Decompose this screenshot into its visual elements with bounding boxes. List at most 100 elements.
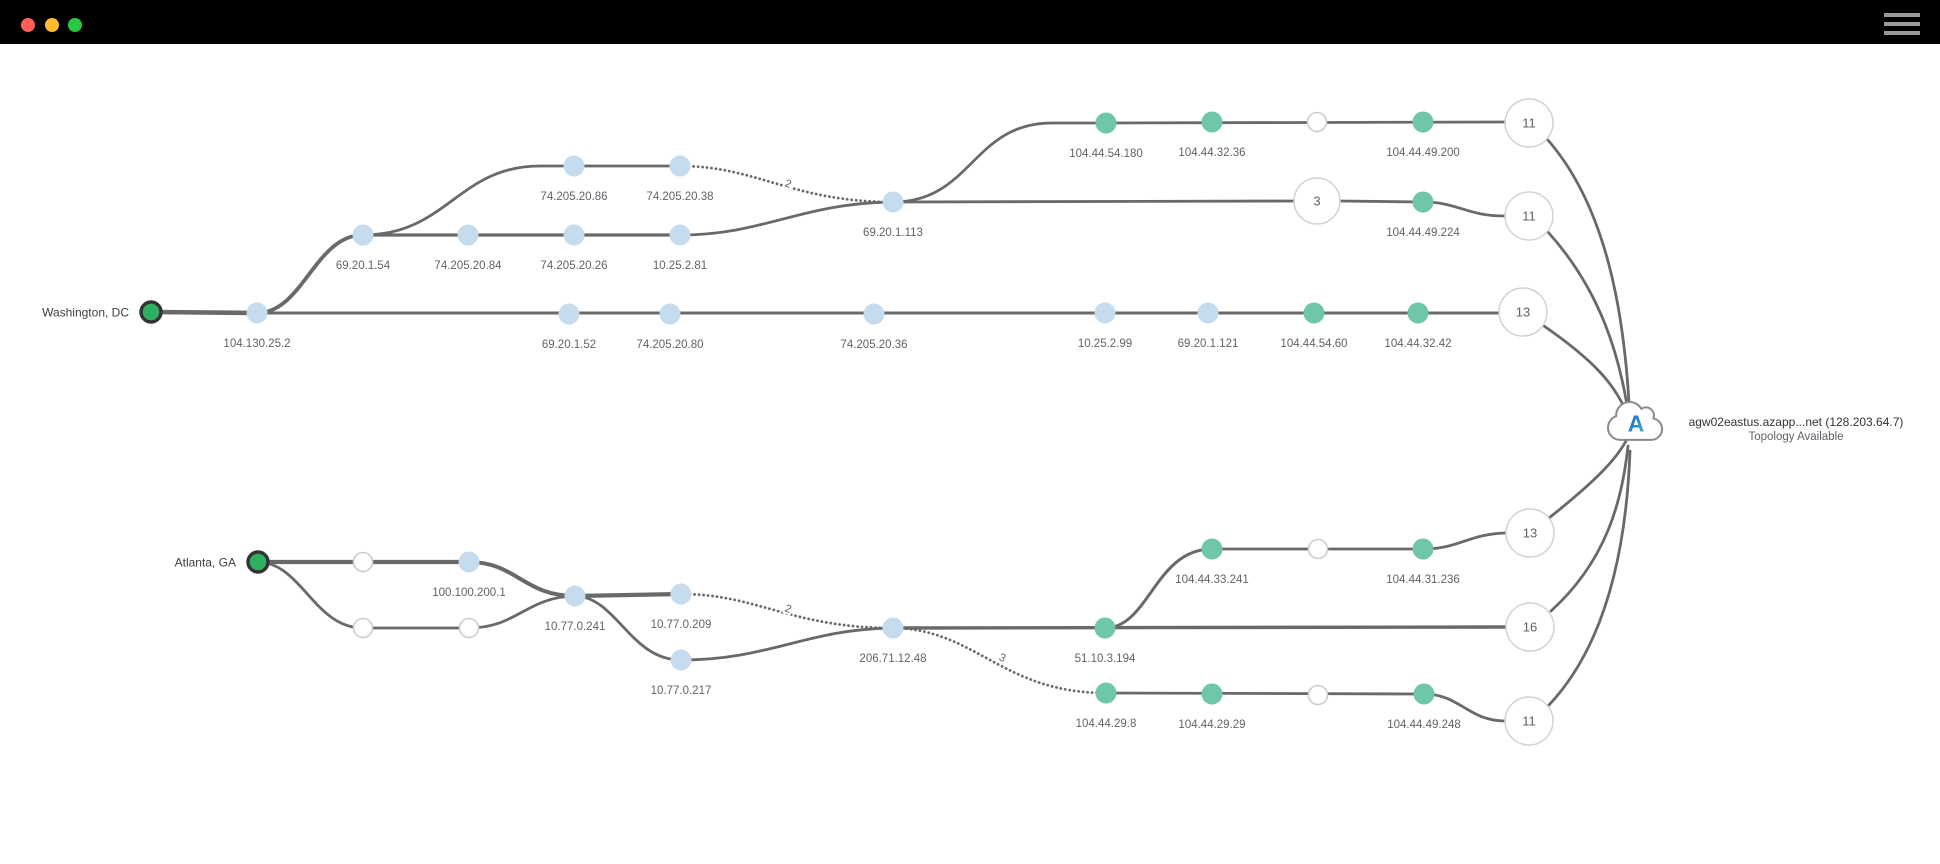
hop-node-104.44.31.236[interactable]: 104.44.31.236 [1386, 538, 1460, 587]
hop-node-74.205.20.38[interactable]: 74.205.20.38 [646, 155, 714, 204]
edge-t11a-cloud [1545, 137, 1631, 405]
hop-node-unresponsive[interactable] [352, 551, 374, 573]
edge-t11b-cloud [1546, 230, 1629, 407]
hop-node-104.44.32.42[interactable]: 104.44.32.42 [1384, 302, 1452, 351]
hop-node-206.71.12.48[interactable]: 206.71.12.48 [859, 617, 927, 666]
hop-ip-label: 10.77.0.241 [545, 621, 606, 633]
hop-node-unresponsive[interactable] [1307, 684, 1329, 706]
edge-atl-low1 [256, 560, 365, 630]
hop-ip-label: 10.25.2.81 [653, 260, 707, 272]
hop-ip-label: 206.71.12.48 [859, 653, 926, 665]
edge-wdc-224-t11b [1421, 200, 1507, 218]
hop-ip-label: 69.20.1.121 [1178, 338, 1239, 350]
hop-node-104.44.29.29[interactable]: 104.44.29.29 [1178, 683, 1246, 732]
hop-node-104.44.33.241[interactable]: 104.44.33.241 [1175, 538, 1249, 587]
edge-hop-count-label: 2 [783, 177, 793, 190]
close-icon[interactable] [21, 18, 35, 32]
hop-node-69.20.1.54[interactable]: 69.20.1.54 [336, 224, 391, 273]
terminal-hop-count-label: 11 [1522, 116, 1536, 131]
hop-node-104.130.25.2[interactable]: 104.130.25.2 [223, 302, 291, 351]
edge-wdc-split-up [361, 164, 576, 237]
hop-node-10.25.2.81[interactable]: 10.25.2.81 [653, 224, 707, 273]
hop-ip-label: 104.44.54.60 [1280, 338, 1347, 350]
hop-node-100.100.200.1[interactable]: 100.100.200.1 [432, 551, 506, 600]
edge-t13b-cloud [1547, 439, 1628, 520]
hop-node-74.205.20.36[interactable]: 74.205.20.36 [840, 303, 908, 352]
azure-logo-icon: A [1628, 411, 1645, 437]
hop-node-104.44.32.36[interactable]: 104.44.32.36 [1178, 111, 1246, 160]
source-node-Washington-DC[interactable]: Washington, DC [42, 300, 163, 324]
hop-ip-label: 51.10.3.194 [1075, 653, 1136, 665]
hop-node-unresponsive[interactable] [1306, 111, 1328, 133]
hop-node-104.44.54.60[interactable]: 104.44.54.60 [1280, 302, 1348, 351]
hop-ip-label: 74.205.20.38 [646, 191, 713, 203]
edge-t16-cloud [1549, 444, 1630, 613]
hop-node-10.77.0.241[interactable]: 10.77.0.241 [545, 585, 606, 634]
terminal-circle-11[interactable]: 11 [1504, 98, 1554, 148]
hop-node-unresponsive[interactable] [458, 617, 480, 639]
hop-ip-label: 104.130.25.2 [223, 338, 290, 350]
endpoint-name-label: agw02eastus.azapp...net (128.203.64.7) [1689, 415, 1904, 429]
hop-node-104.44.49.248[interactable]: 104.44.49.248 [1387, 683, 1461, 732]
edge-atl-248-t11 [1422, 692, 1507, 723]
zoom-icon[interactable] [68, 18, 82, 32]
edge-hop-count-label: 3 [997, 652, 1007, 665]
hop-node-69.20.1.113[interactable]: 69.20.1.113 [863, 191, 923, 240]
edge-atl-241-217 [573, 594, 683, 662]
hop-node-69.20.1.121[interactable]: 69.20.1.121 [1178, 302, 1239, 351]
hamburger-icon[interactable] [1884, 13, 1920, 35]
hop-ip-label: 104.44.33.241 [1175, 574, 1249, 586]
edge-wdc-up1 [255, 233, 365, 315]
endpoint-status-label: Topology Available [1748, 431, 1843, 443]
edge-wdc-merge-113 [678, 200, 895, 237]
terminal-hop-count-label: 13 [1516, 305, 1530, 320]
hop-ip-label: 10.77.0.217 [651, 685, 712, 697]
collapsed-hop-count-label: 3 [1313, 194, 1320, 209]
source-city-label: Atlanta, GA [175, 556, 236, 570]
hop-node-3[interactable]: 3 [1293, 177, 1341, 225]
hop-ip-label: 69.20.1.54 [336, 260, 391, 272]
edge-wdc-row1-right [1104, 120, 1507, 125]
hop-ip-label: 69.20.1.52 [542, 339, 596, 351]
hop-ip-label: 104.44.29.29 [1178, 719, 1245, 731]
hop-ip-label: 69.20.1.113 [863, 227, 923, 239]
hop-node-10.77.0.209[interactable]: 10.77.0.209 [651, 583, 712, 632]
edge-atl-194-up [1103, 547, 1214, 630]
hop-node-74.205.20.86[interactable]: 74.205.20.86 [540, 155, 608, 204]
edge-atl-241-209 [572, 591, 684, 599]
hop-node-69.20.1.52[interactable]: 69.20.1.52 [542, 303, 596, 352]
minimize-icon[interactable] [45, 18, 59, 32]
hop-node-unresponsive[interactable] [1307, 538, 1329, 560]
terminal-circle-16[interactable]: 16 [1505, 602, 1555, 652]
terminal-circle-11[interactable]: 11 [1504, 696, 1554, 746]
hop-node-74.205.20.80[interactable]: 74.205.20.80 [636, 303, 704, 352]
hop-node-51.10.3.194[interactable]: 51.10.3.194 [1075, 617, 1136, 666]
edge-wdc-113-c3 [891, 199, 1296, 204]
source-node-Atlanta-GA[interactable]: Atlanta, GA [175, 550, 270, 574]
hop-node-74.205.20.84[interactable]: 74.205.20.84 [434, 224, 502, 273]
hop-ip-label: 100.100.200.1 [432, 587, 506, 599]
edge-atl-low-merge [467, 594, 577, 630]
hop-ip-label: 104.44.31.236 [1386, 574, 1460, 586]
hop-node-104.44.29.8[interactable]: 104.44.29.8 [1076, 682, 1137, 731]
edge-wdc-c3-224 [1338, 199, 1425, 204]
hop-node-10.25.2.99[interactable]: 10.25.2.99 [1078, 302, 1132, 351]
hop-node-104.44.49.224[interactable]: 104.44.49.224 [1386, 191, 1460, 240]
hop-ip-label: 104.44.32.42 [1384, 338, 1451, 350]
edge-t13a-cloud [1542, 324, 1627, 411]
hop-node-104.44.54.180[interactable]: 104.44.54.180 [1069, 112, 1143, 161]
terminal-circle-11[interactable]: 11 [1504, 191, 1554, 241]
hop-ip-label: 104.44.54.180 [1069, 148, 1143, 160]
hop-node-10.77.0.217[interactable]: 10.77.0.217 [651, 649, 712, 698]
hop-ip-label: 74.205.20.80 [636, 339, 703, 351]
hop-node-unresponsive[interactable] [352, 617, 374, 639]
terminal-circle-13[interactable]: 13 [1498, 287, 1548, 337]
hop-ip-label: 104.44.49.224 [1386, 227, 1460, 239]
terminal-hop-count-label: 11 [1522, 714, 1536, 729]
terminal-circle-13[interactable]: 13 [1505, 508, 1555, 558]
hop-ip-label: 10.77.0.209 [651, 619, 712, 631]
hop-node-74.205.20.26[interactable]: 74.205.20.26 [540, 224, 608, 273]
hop-node-104.44.49.200[interactable]: 104.44.49.200 [1386, 111, 1460, 160]
